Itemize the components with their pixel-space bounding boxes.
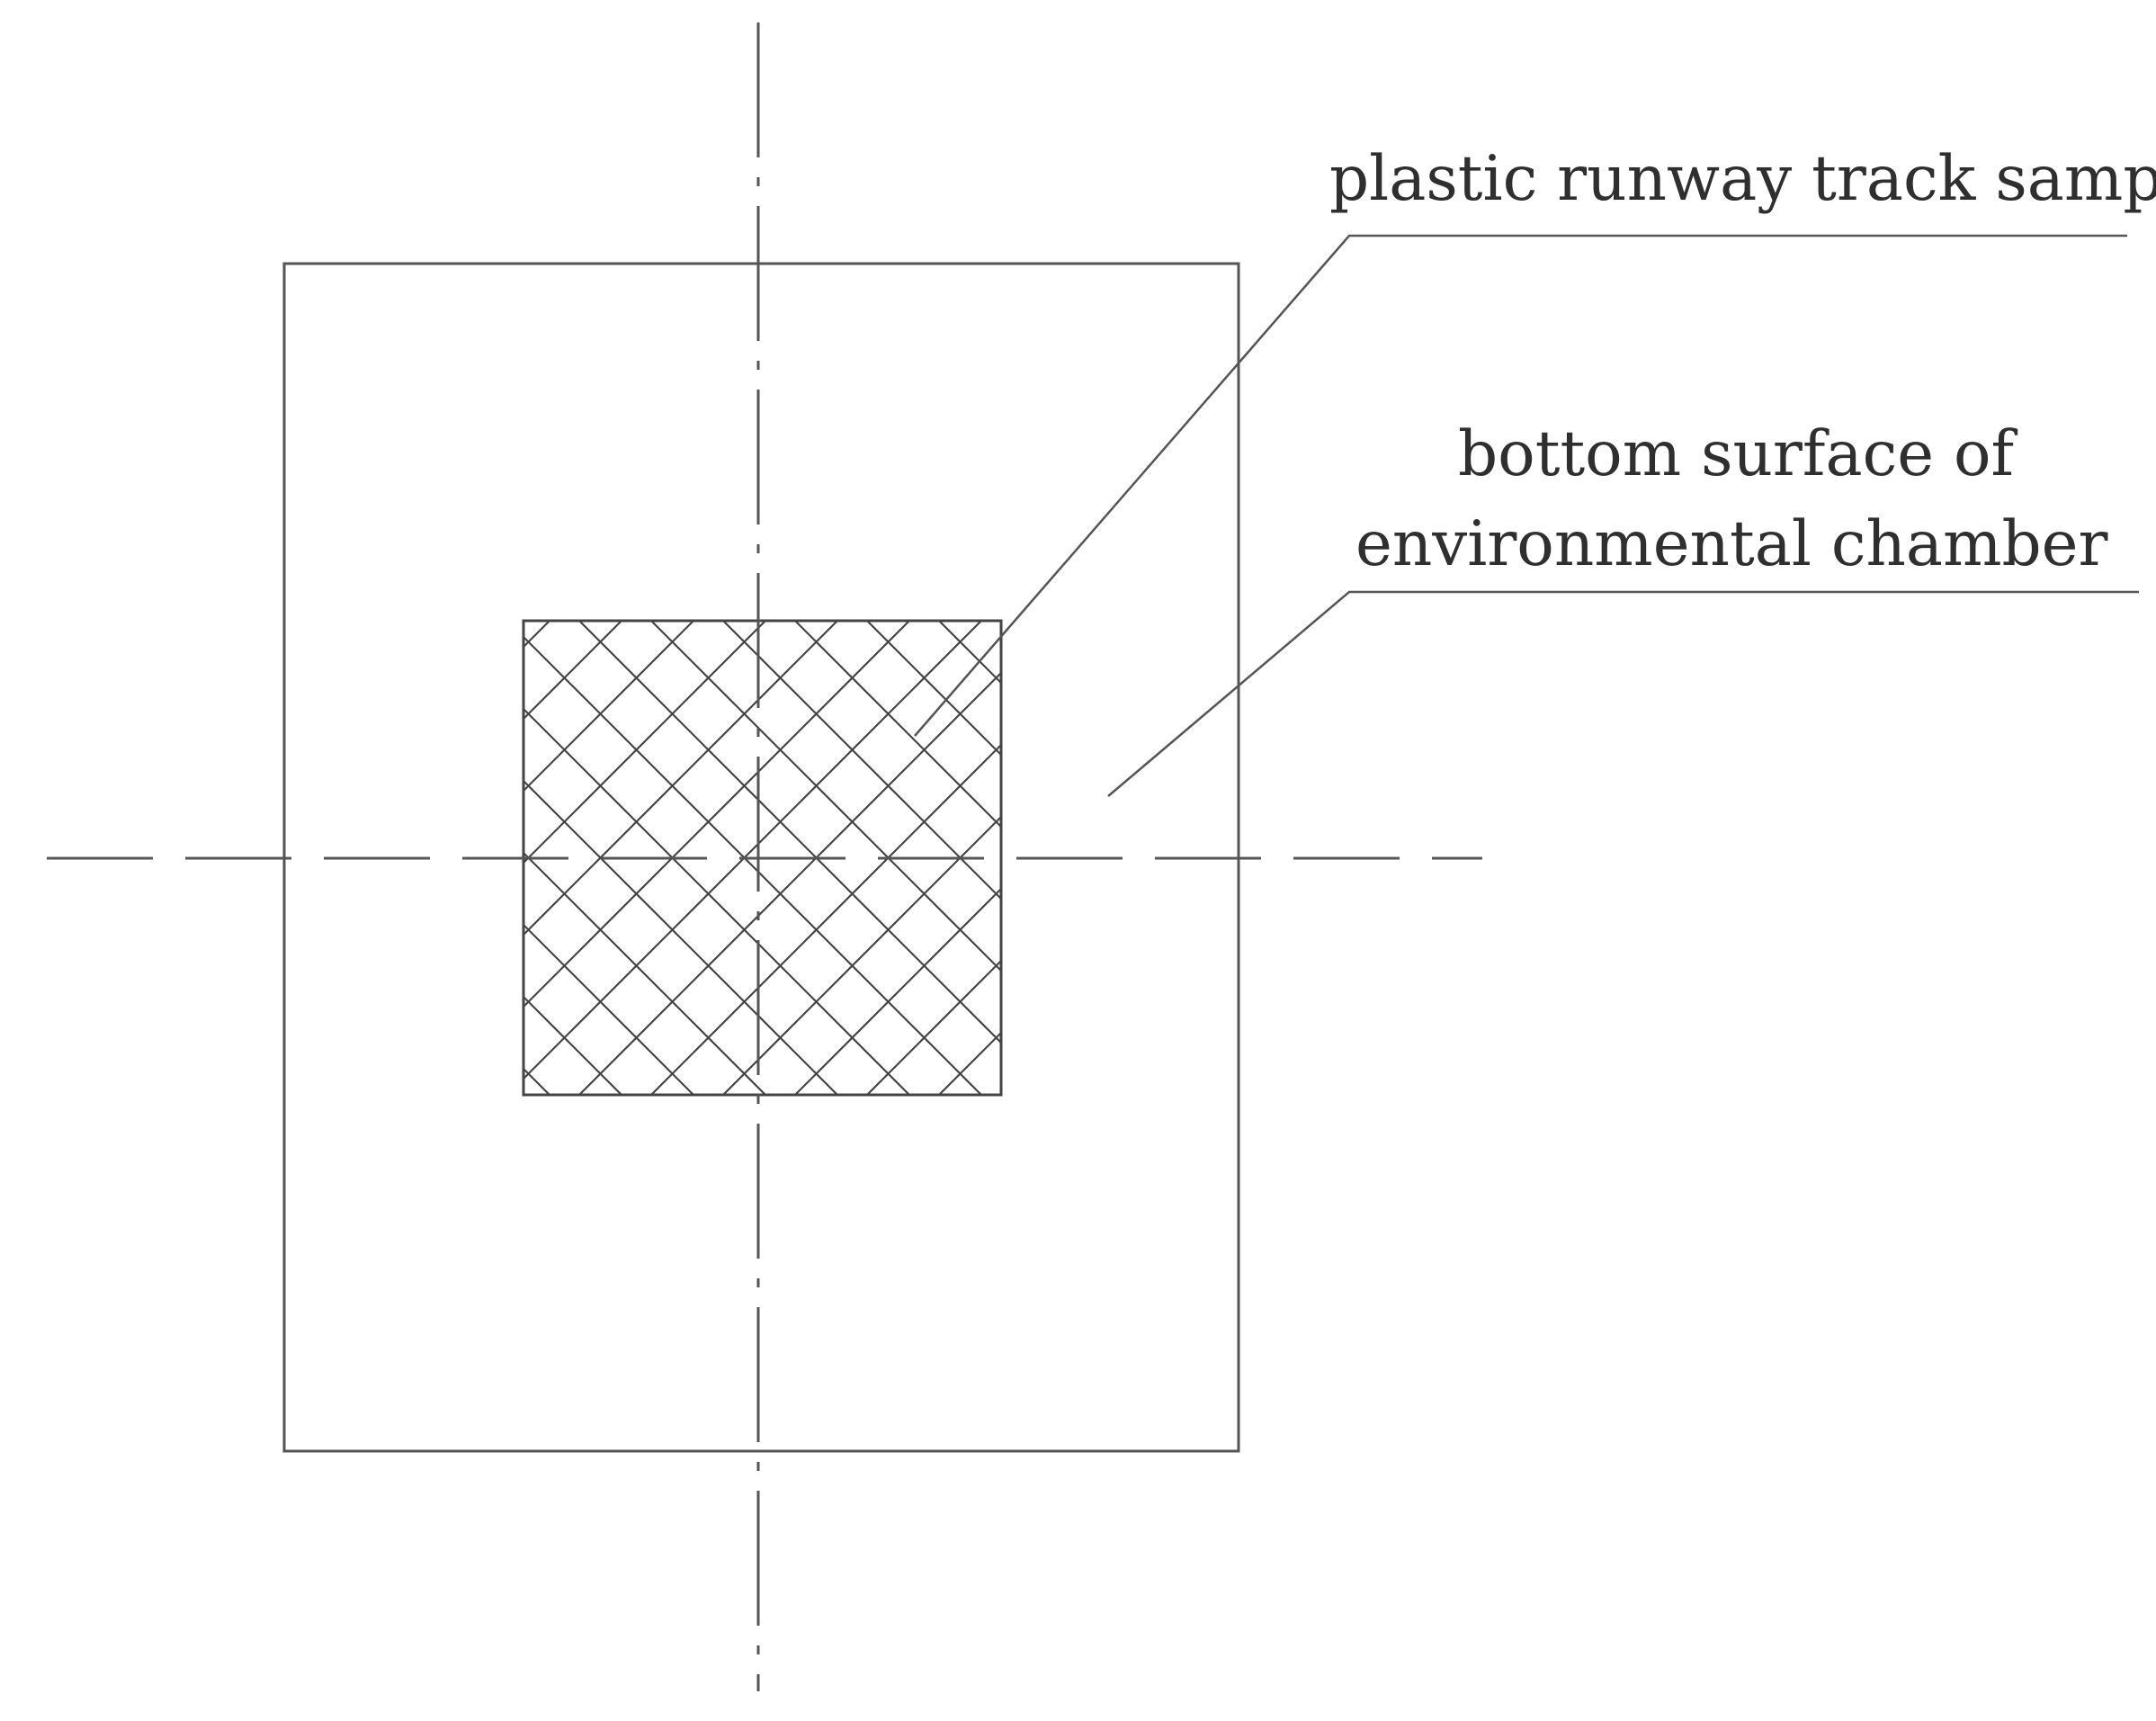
hatch-line: [866, 959, 1001, 1095]
hatch-line: [1443, 621, 1917, 1095]
hatch-line: [523, 995, 622, 1095]
hatch-line: [2090, 621, 2156, 1095]
hatch-line: [0, 621, 46, 1095]
chamber-label-line1: bottom surface of: [1458, 418, 2018, 490]
hatch-line: [1803, 621, 2156, 1095]
hatch-line: [1515, 621, 1989, 1095]
hatch-line: [1946, 621, 2156, 1095]
hatch-line: [523, 621, 694, 793]
hatch-line: [1803, 621, 2156, 1095]
hatch-line: [1587, 621, 2061, 1095]
hatch-line: [1659, 621, 2133, 1095]
hatch-line: [2090, 621, 2156, 1095]
hatch-line: [1946, 621, 2156, 1095]
hatch-line: [794, 887, 1001, 1095]
chamber-leader-line: [1107, 590, 2139, 797]
hatch-line: [1874, 621, 2156, 1095]
hatch-line: [523, 923, 694, 1095]
sample-label: plastic runway track sample: [1329, 143, 2156, 215]
hatch-line: [1515, 621, 1989, 1095]
sample-leader-line: [914, 234, 2127, 737]
hatch-line: [2018, 621, 2156, 1095]
hatch-line: [1731, 621, 2156, 1095]
hatch-line: [794, 621, 1001, 829]
hatch-line: [0, 621, 46, 1095]
hatch-line: [1443, 621, 1917, 1095]
hatch-line: [523, 621, 622, 721]
hatch-line: [1587, 621, 2061, 1095]
hatch-line: [1659, 621, 2133, 1095]
chamber-label-line2: environmental chamber: [1355, 508, 2108, 580]
hatch-line: [2018, 621, 2156, 1095]
hatch-line: [1731, 621, 2156, 1095]
hatch-line: [1874, 621, 2156, 1095]
